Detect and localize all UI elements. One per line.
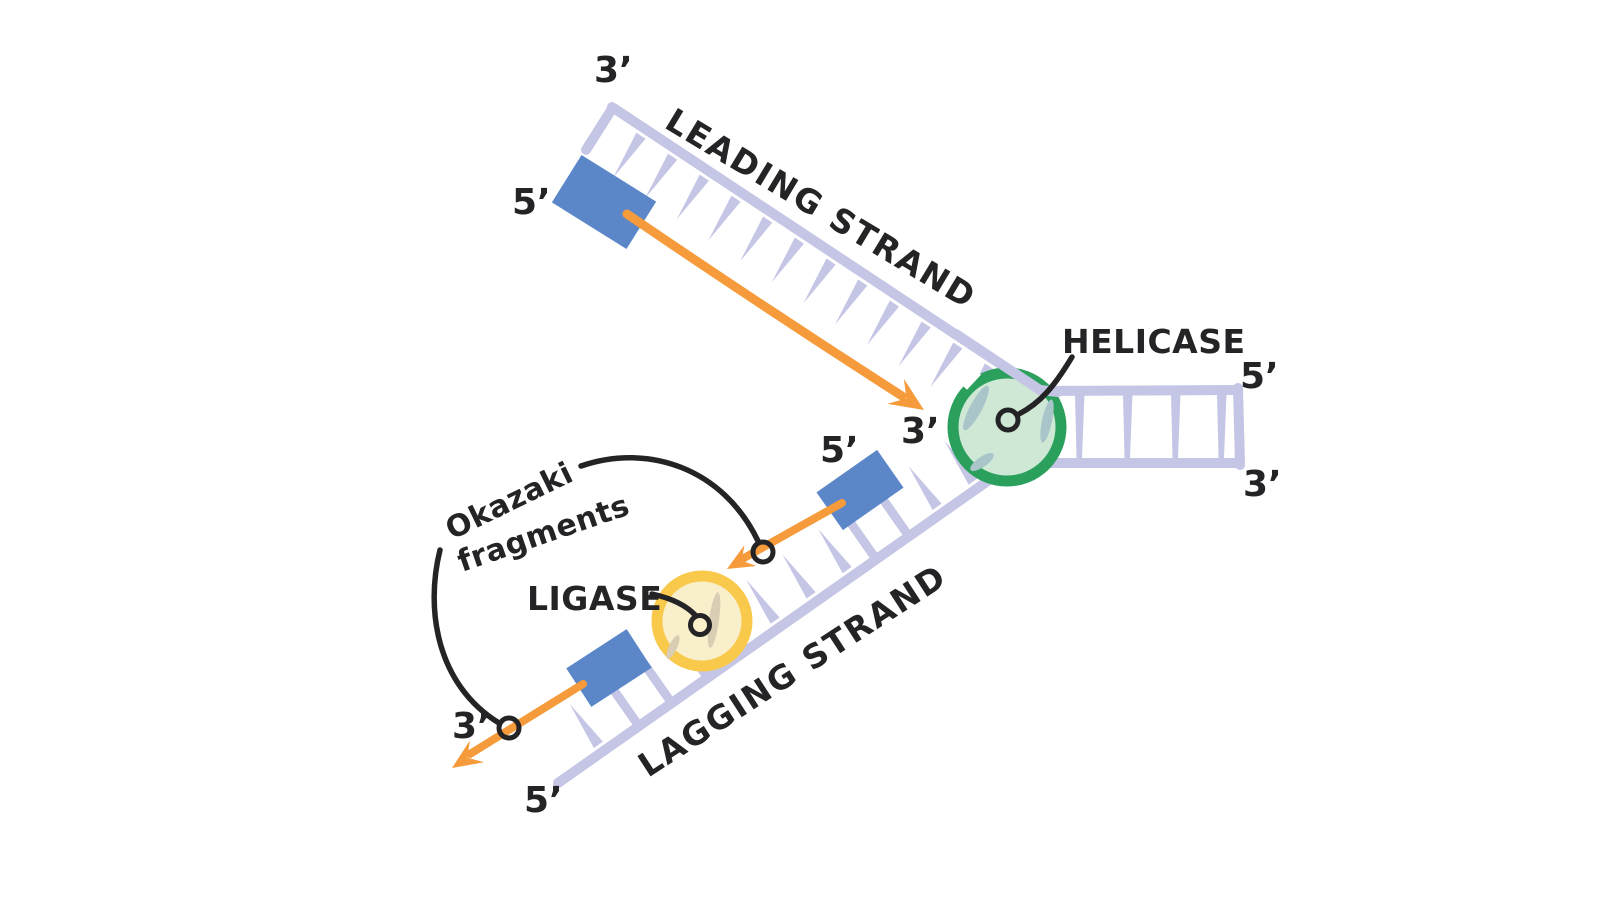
ligase-pointer	[649, 591, 712, 637]
okazaki-fragment-upper-arrow	[727, 499, 846, 569]
base-rung	[676, 174, 709, 220]
parental-top-rail	[1030, 385, 1242, 396]
base-rung	[866, 300, 900, 346]
base-pair-rung	[1171, 394, 1181, 458]
base-rung	[569, 703, 603, 748]
label-parental-5prime: 5’	[1240, 356, 1279, 397]
base-rung	[746, 579, 780, 624]
base-rung	[898, 321, 931, 367]
okazaki-loop-lower	[496, 715, 522, 741]
helicase-pointer-loop	[995, 407, 1021, 433]
base-rung	[818, 529, 852, 574]
base-rung	[613, 132, 646, 178]
paired-base-rung	[878, 496, 911, 536]
base-pair-rung	[1075, 394, 1085, 458]
helicase-ring-gap	[958, 367, 982, 390]
parental-end-cap	[1233, 383, 1245, 470]
base-rung	[835, 279, 868, 325]
base-pair-rung	[1217, 394, 1227, 458]
paired-base-rung	[846, 519, 878, 559]
ligase-pointer-loop	[688, 613, 712, 637]
label-lagging-new-3prime: 3’	[452, 706, 491, 747]
helicase-streak	[970, 452, 994, 472]
helicase-pointer	[995, 354, 1075, 433]
helicase-streak	[1040, 399, 1054, 443]
label-leading-strand: LEADING STRAND	[659, 100, 984, 316]
leading-template-end-cap	[581, 105, 617, 155]
arrowhead	[887, 378, 924, 410]
arrowhead	[452, 740, 485, 768]
paired-base-rung	[608, 685, 641, 726]
ligase-enzyme	[651, 570, 753, 672]
base-rung	[645, 153, 678, 199]
arrowhead	[727, 545, 757, 569]
base-rung	[708, 195, 741, 241]
leading-primer	[551, 154, 657, 250]
okazaki-pointer-right	[578, 455, 776, 565]
base-rung	[771, 237, 804, 283]
label-helicase: HELICASE	[1062, 322, 1246, 361]
ligase-streak	[707, 592, 721, 648]
lagging-template-rail	[553, 458, 1018, 788]
paired-base-rung	[641, 662, 674, 703]
okazaki-primer-upper	[816, 449, 904, 531]
ligase-streak	[666, 635, 680, 659]
okazaki-pointer-left	[431, 547, 522, 741]
leading-new-strand-arrow	[622, 209, 924, 410]
label-parental-3prime: 3’	[1243, 464, 1282, 505]
base-pair-rung	[1123, 394, 1133, 458]
base-rung	[740, 216, 773, 262]
okazaki-primer-lower	[566, 629, 652, 707]
label-leading-template-5prime: 5’	[512, 182, 551, 223]
label-ligase: LIGASE	[527, 579, 662, 618]
label-leading-template-3prime: 3’	[594, 50, 633, 91]
parental-base-pairs	[1075, 394, 1227, 458]
base-rung	[803, 258, 836, 304]
label-leading-new-3prime: 3’	[901, 411, 940, 452]
helicase-enzyme	[947, 329, 1067, 487]
helicase-streak	[963, 385, 989, 431]
okazaki-loop-upper	[750, 539, 776, 565]
base-rung	[930, 342, 963, 388]
base-rung	[782, 554, 816, 599]
label-lagging-template-5prime: 5’	[524, 780, 563, 821]
ligase-body	[651, 570, 753, 672]
base-rung	[908, 465, 942, 510]
leading-rail-over-helicase	[951, 329, 1063, 397]
label-fragment-5prime: 5’	[820, 430, 859, 471]
leading-template-rail	[607, 102, 1016, 376]
okazaki-fragment-lower-arrow	[452, 680, 587, 768]
